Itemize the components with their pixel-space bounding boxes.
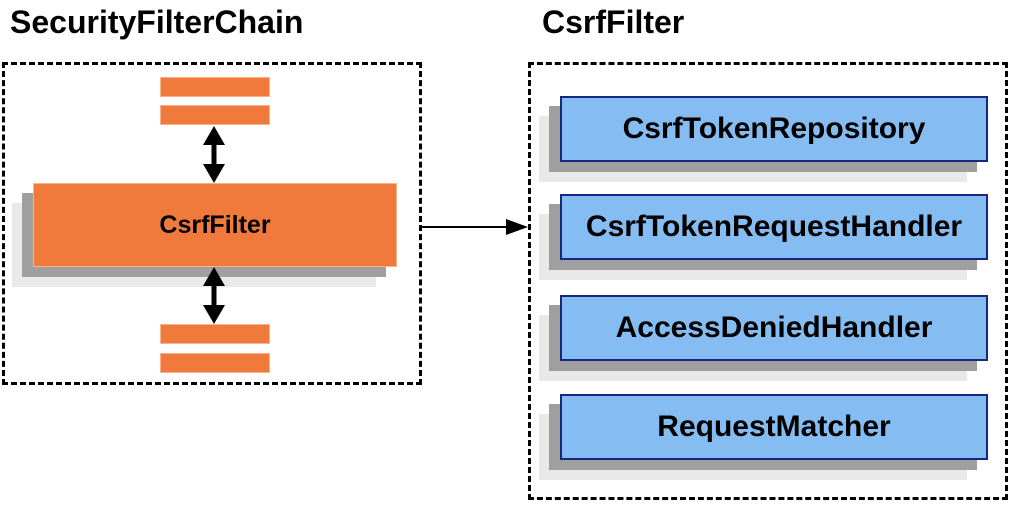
security-filter-chain-boundary <box>2 62 422 385</box>
filter-placeholder-bar <box>160 353 270 373</box>
right-panel-title: CsrfFilter <box>542 4 685 40</box>
filter-placeholder-bar <box>160 324 270 344</box>
csrf-filter-boundary <box>528 62 1008 500</box>
right-arrow-icon <box>422 219 528 235</box>
left-panel-title: SecurityFilterChain <box>10 4 304 40</box>
component-box-request-matcher: RequestMatcher <box>560 394 988 460</box>
filter-placeholder-bar <box>160 77 270 97</box>
csrf-filter-node-label: CsrfFilter <box>159 210 271 239</box>
component-box-csrf-token-repository: CsrfTokenRepository <box>560 96 988 162</box>
component-label: RequestMatcher <box>657 410 891 443</box>
component-label: CsrfTokenRepository <box>622 112 926 145</box>
filter-placeholder-bar <box>160 105 270 125</box>
component-label: AccessDeniedHandler <box>615 311 933 344</box>
bidirectional-arrow-icon <box>203 126 225 183</box>
component-label: CsrfTokenRequestHandler <box>585 210 963 243</box>
component-box-csrf-token-request-handler: CsrfTokenRequestHandler <box>560 194 988 260</box>
bidirectional-arrow-icon <box>203 267 225 324</box>
csrf-filter-node: CsrfFilter <box>33 183 397 267</box>
component-box-access-denied-handler: AccessDeniedHandler <box>560 295 988 361</box>
